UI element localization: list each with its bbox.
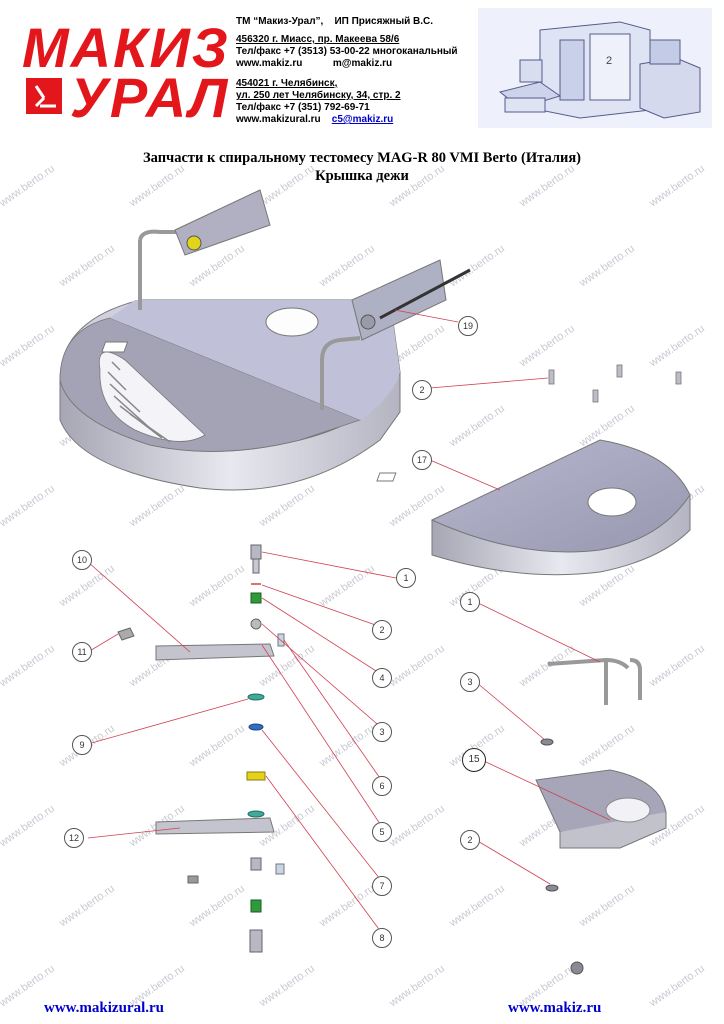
logo-mark-icon bbox=[26, 78, 62, 114]
footer-link-makiz[interactable]: www.makiz.ru bbox=[508, 1000, 602, 1016]
fastener-stack bbox=[246, 544, 285, 953]
half-disc-plate bbox=[376, 439, 691, 576]
callout-11: 11 bbox=[72, 642, 92, 662]
callout-5: 5 bbox=[372, 822, 392, 842]
email-miass[interactable]: m@makiz.ru bbox=[332, 58, 393, 69]
pins-group bbox=[548, 364, 682, 403]
callout-6: 6 bbox=[372, 776, 392, 796]
callout-7: 7 bbox=[372, 876, 392, 896]
callout-17: 17 bbox=[412, 450, 432, 470]
lid-assembly bbox=[59, 189, 471, 491]
right-exploded-parts bbox=[535, 657, 667, 975]
phone-miass: Тел/факс +7 (3513) 53-00-22 многоканальн… bbox=[236, 46, 458, 57]
site-makiz[interactable]: www.makiz.ru bbox=[236, 58, 303, 69]
address-chelyabinsk-city: 454021 г. Челябинск, bbox=[236, 78, 338, 89]
callout-4: 4 bbox=[372, 668, 392, 688]
callout-2b: 2 bbox=[372, 620, 392, 640]
footer-link-makizural[interactable]: www.makizural.ru bbox=[44, 1000, 164, 1016]
callout-12: 12 bbox=[64, 828, 84, 848]
email-chelyabinsk[interactable]: c5@makiz.ru bbox=[331, 114, 394, 125]
phone-chelyabinsk: Тел/факс +7 (351) 792-69-71 bbox=[236, 102, 370, 113]
callout-2c: 2 bbox=[460, 830, 480, 850]
page-title: Запчасти к спиральному тестомесу MAG-R 8… bbox=[142, 150, 581, 166]
callout-19: 19 bbox=[458, 316, 478, 336]
logo-makiz: МАКИЗ bbox=[22, 16, 230, 79]
site-makizural[interactable]: www.makizural.ru bbox=[236, 114, 321, 125]
ip-name: ИП Присяжный В.С. bbox=[334, 16, 434, 27]
callout-15: 15 bbox=[462, 748, 486, 772]
address-miass: 456320 г. Миасс, пр. Макеева 58/6 bbox=[236, 34, 400, 45]
callout-3b: 3 bbox=[460, 672, 480, 692]
callout-1: 1 bbox=[396, 568, 416, 588]
page-subtitle: Крышка дежи bbox=[315, 168, 409, 184]
left-exploded-parts bbox=[117, 627, 275, 884]
callout-2: 2 bbox=[412, 380, 432, 400]
callout-3: 3 bbox=[372, 722, 392, 742]
callout-8: 8 bbox=[372, 928, 392, 948]
address-chelyabinsk-street: ул. 250 лет Челябинску, 34, стр. 2 bbox=[236, 90, 401, 101]
trademark: ТМ “Макиз-Урал”, bbox=[236, 16, 324, 27]
callout-10: 10 bbox=[72, 550, 92, 570]
callout-9: 9 bbox=[72, 735, 92, 755]
svg-text:2: 2 bbox=[606, 55, 612, 67]
callout-1b: 1 bbox=[460, 592, 480, 612]
logo-ural: УРАЛ bbox=[70, 66, 230, 129]
leader-lines bbox=[87, 309, 611, 937]
